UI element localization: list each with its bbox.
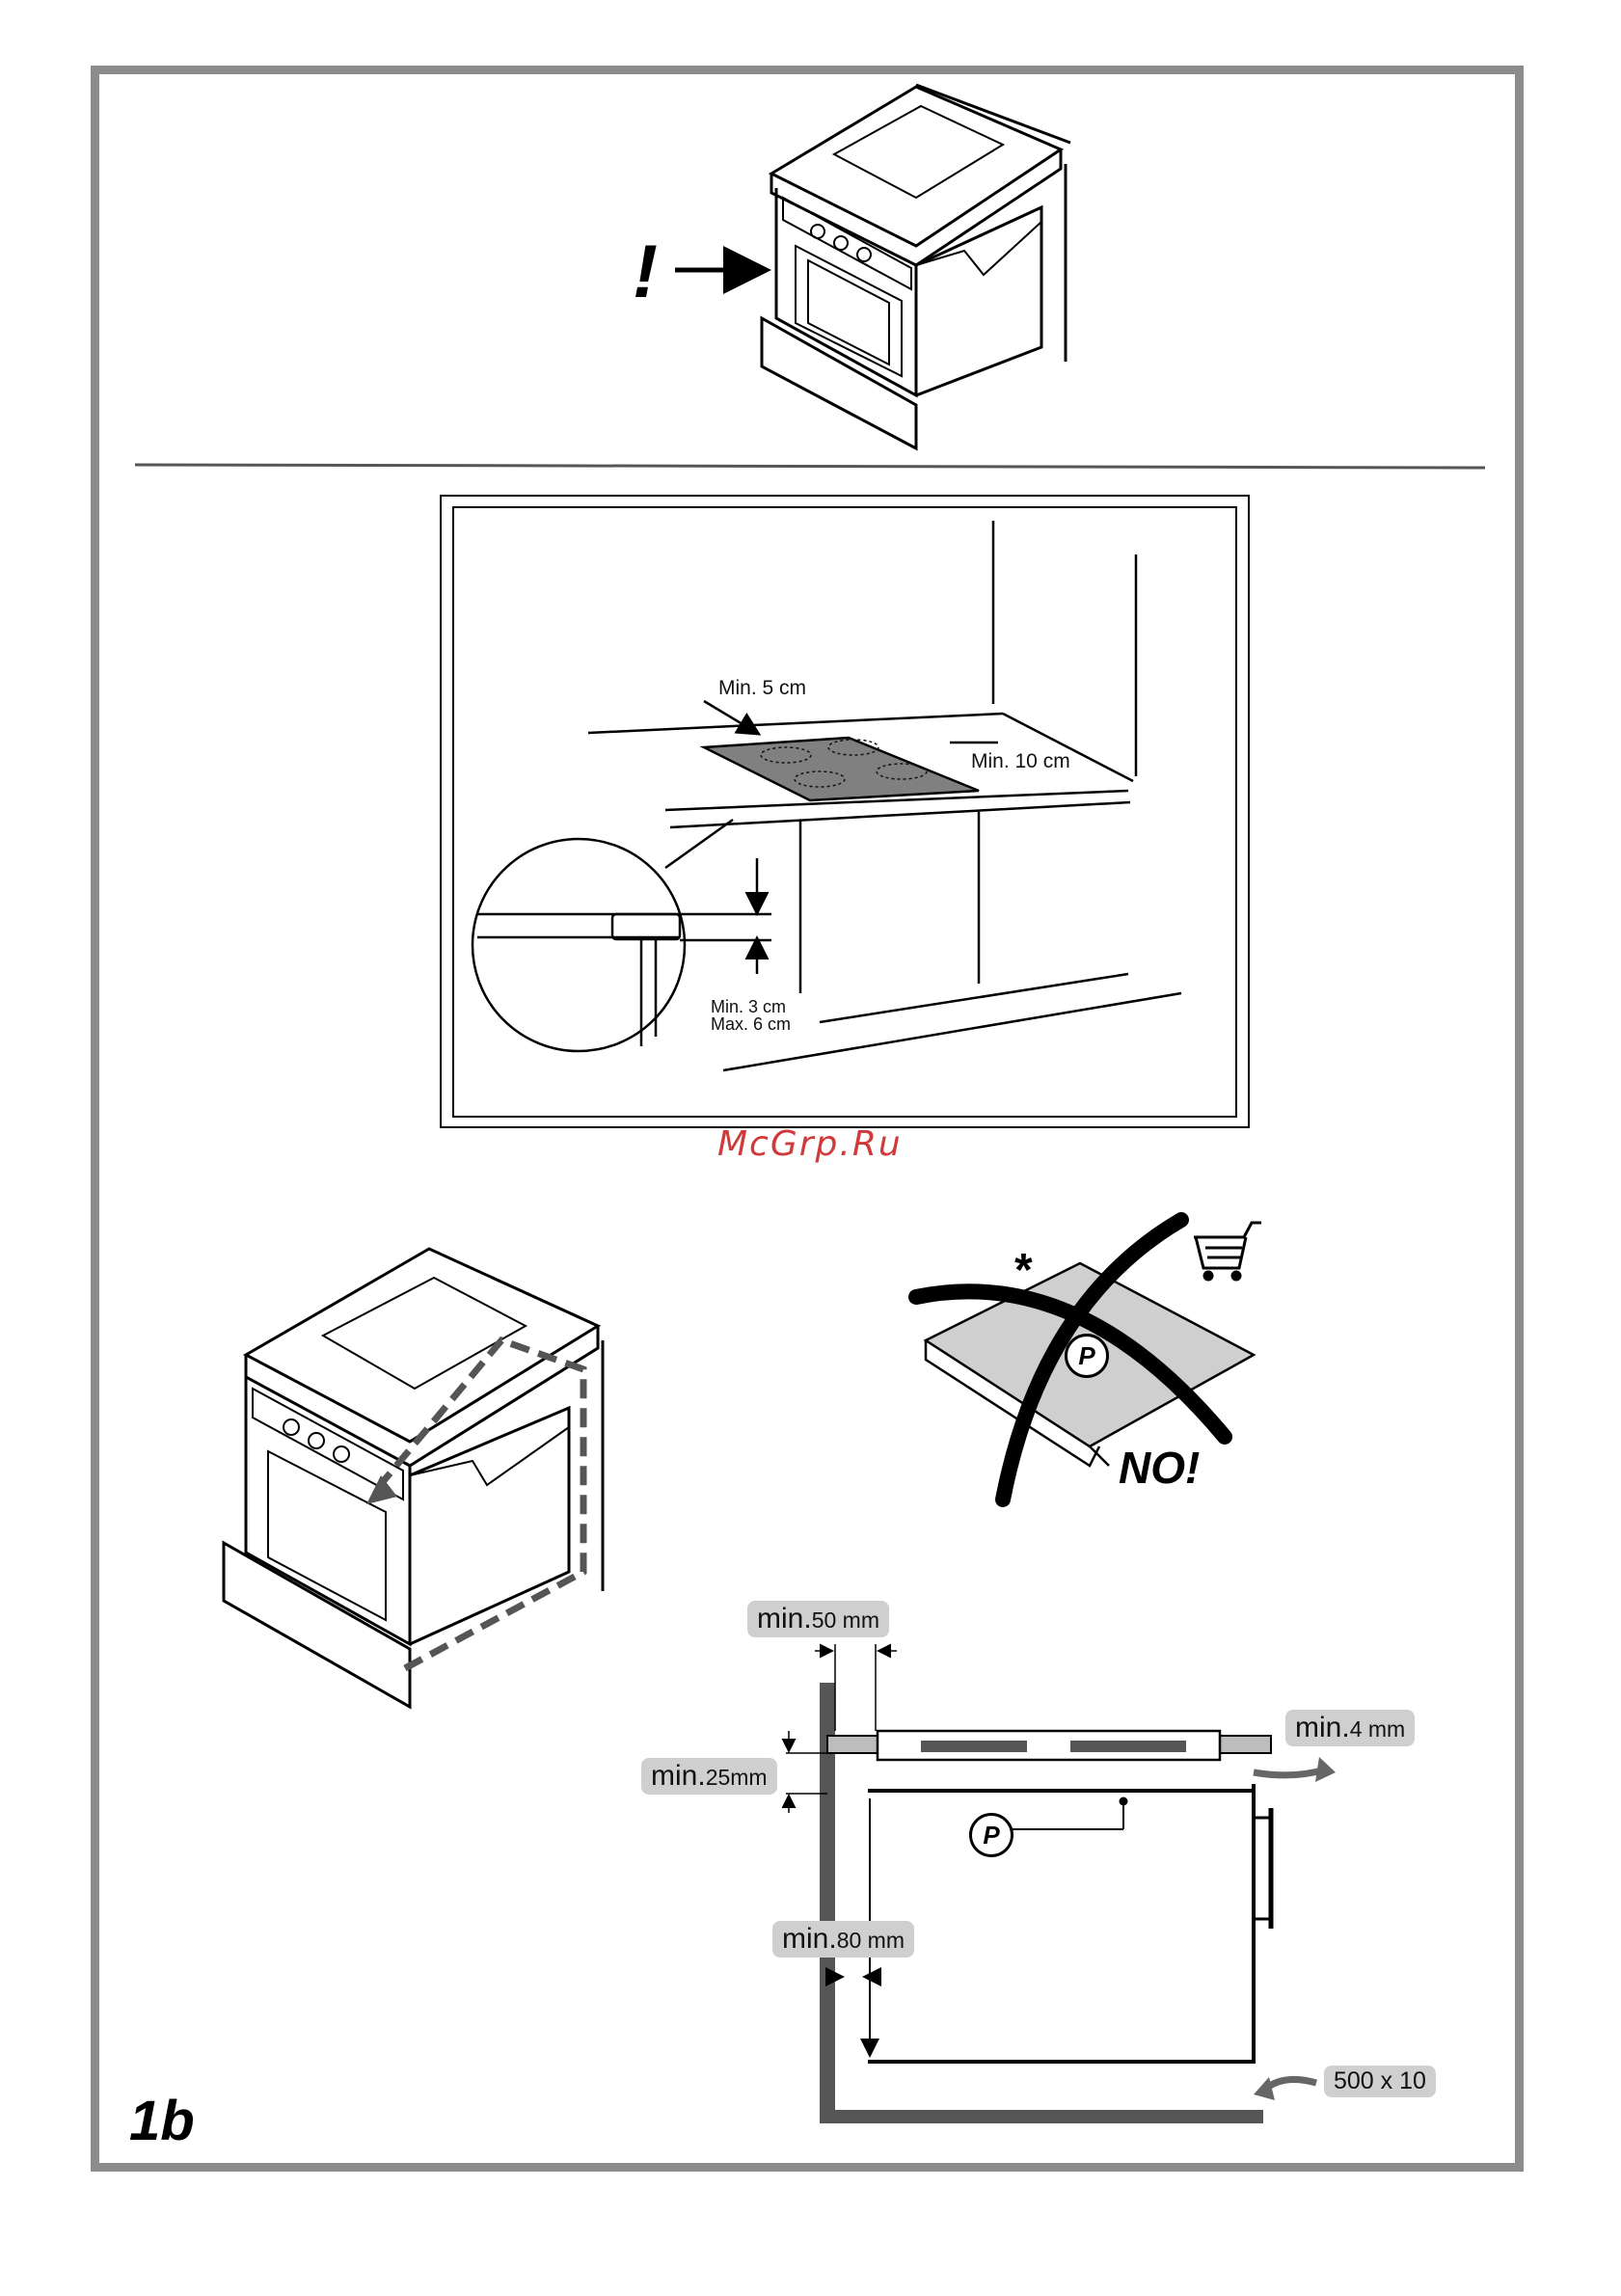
min-80mm-prefix: min. [782,1923,837,1955]
ventilation-oven-illustration [224,1249,603,1707]
min-4mm-label: min.4 mm [1285,1710,1415,1746]
min-back-clearance-label: Min. 5 cm [718,677,806,700]
top-oven-illustration [762,85,1070,448]
no-label: NO! [1119,1442,1200,1494]
p-marker-section: P [969,1813,1013,1857]
min-4mm-prefix: min. [1295,1712,1350,1743]
min-50mm-label: min.50 mm [747,1601,889,1637]
min-50mm-value: 50 mm [812,1607,879,1633]
min-50mm-prefix: min. [757,1603,812,1634]
vent-opening-label: 500 x 10 [1324,2066,1436,2097]
watermark: McGrp.Ru [717,1124,903,1164]
shopping-cart-icon [1194,1223,1261,1280]
airflow-arrowhead [366,1475,397,1504]
section-divider [135,465,1485,468]
min-25mm-label: min.25mm [641,1758,777,1795]
min-4mm-value: 4 mm [1350,1716,1406,1742]
min-80mm-value: 80 mm [837,1928,905,1953]
p-marker-no-panel: P [1065,1334,1109,1378]
min-80mm-label: min.80 mm [772,1921,914,1958]
min-25mm-prefix: min. [651,1760,706,1792]
vent-opening-value: 500 x 10 [1334,2067,1426,2094]
max-depth-label: Max. 6 cm [711,1014,791,1035]
min-side-clearance-label: Min. 10 cm [971,750,1070,773]
figure-label: 1b [129,2089,195,2153]
warning-exclamation: ! [633,228,658,315]
asterisk-mark: * [1014,1244,1033,1297]
installation-section-diagram [786,1644,1336,2123]
min-25mm-value: 25mm [706,1765,768,1790]
